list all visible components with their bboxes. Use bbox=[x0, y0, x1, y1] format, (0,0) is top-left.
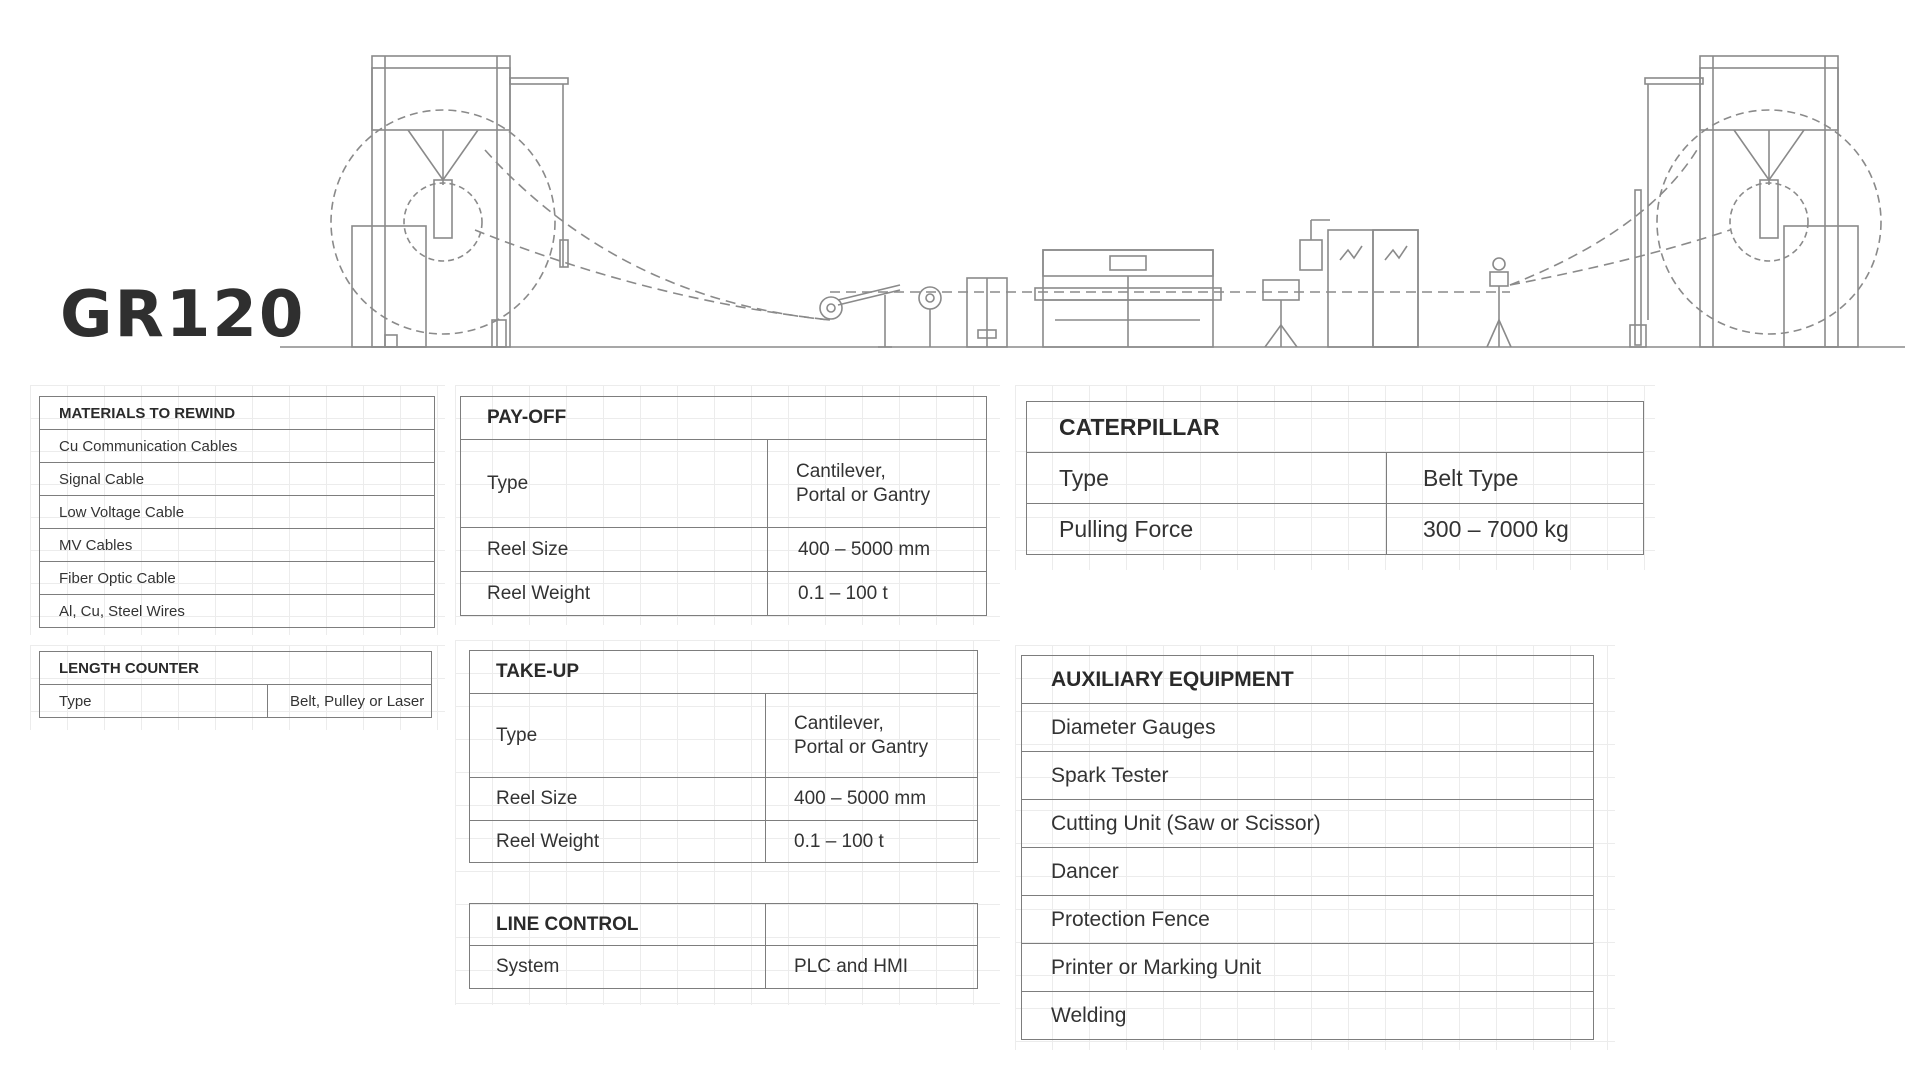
take-up-type-label: Type bbox=[469, 693, 766, 778]
caterpillar-table: CATERPILLAR Type Belt Type Pulling Force… bbox=[1026, 401, 1644, 555]
length-counter-value: Belt, Pulley or Laser bbox=[267, 684, 432, 718]
materials-item: Cu Communication Cables bbox=[39, 429, 435, 463]
pay-off-type-value: Cantilever, Portal or Gantry bbox=[767, 439, 987, 528]
auxiliary-item: Spark Tester bbox=[1021, 751, 1594, 800]
take-up-reel-size-label: Reel Size bbox=[469, 777, 766, 821]
take-up-reel-weight-value: 0.1 – 100 t bbox=[764, 820, 979, 863]
pay-off-reel-weight-value: 0.1 – 100 t bbox=[767, 571, 987, 616]
line-control-header: LINE CONTROL bbox=[469, 903, 766, 946]
line-control-system-value: PLC and HMI bbox=[765, 945, 978, 989]
caterpillar-header: CATERPILLAR bbox=[1026, 401, 1644, 453]
cutting-unit bbox=[1486, 257, 1512, 348]
control-cabinet bbox=[966, 277, 1008, 348]
caterpillar-pulling-force-label: Pulling Force bbox=[1026, 503, 1387, 555]
caterpillar-pulling-force-value: 300 – 7000 kg bbox=[1386, 503, 1644, 555]
pay-off-reel-weight-label: Reel Weight bbox=[460, 571, 768, 616]
materials-table: MATERIALS TO REWIND Cu Communication Cab… bbox=[39, 396, 435, 628]
diameter-gauge bbox=[1262, 279, 1300, 348]
take-up-type-value: Cantilever, Portal or Gantry bbox=[764, 693, 979, 778]
pay-off-table: PAY-OFF Type Cantilever, Portal or Gantr… bbox=[460, 396, 987, 616]
line-control-system-label: System bbox=[469, 945, 766, 989]
caterpillar-unit bbox=[1034, 249, 1222, 348]
cable-path bbox=[474, 144, 1731, 321]
auxiliary-header: AUXILIARY EQUIPMENT bbox=[1021, 655, 1594, 704]
pay-off-stand bbox=[330, 55, 569, 348]
length-counter-label: Type bbox=[39, 684, 268, 718]
length-counter-table: LENGTH COUNTER Type Belt, Pulley or Lase… bbox=[39, 651, 432, 718]
materials-item: Low Voltage Cable bbox=[39, 495, 435, 529]
pay-off-header: PAY-OFF bbox=[460, 396, 987, 440]
production-line-drawing bbox=[280, 55, 1905, 348]
materials-item: Fiber Optic Cable bbox=[39, 561, 435, 595]
line-control-header-empty bbox=[765, 903, 978, 946]
line-control-table: LINE CONTROL System PLC and HMI bbox=[469, 903, 978, 989]
auxiliary-item: Cutting Unit (Saw or Scissor) bbox=[1021, 799, 1594, 848]
take-up-stand bbox=[1629, 55, 1882, 348]
pay-off-reel-size-value: 400 – 5000 mm bbox=[767, 527, 987, 572]
caterpillar-type-label: Type bbox=[1026, 452, 1387, 504]
model-title: GR120 bbox=[60, 278, 306, 352]
pay-off-reel-size-label: Reel Size bbox=[460, 527, 768, 572]
auxiliary-item: Dancer bbox=[1021, 847, 1594, 896]
take-up-header: TAKE-UP bbox=[468, 650, 979, 694]
materials-header: MATERIALS TO REWIND bbox=[39, 396, 435, 430]
materials-item: Signal Cable bbox=[39, 462, 435, 496]
materials-item: MV Cables bbox=[39, 528, 435, 562]
pay-off-type-label: Type bbox=[460, 439, 768, 528]
caterpillar-type-value: Belt Type bbox=[1386, 452, 1644, 504]
length-counter-header: LENGTH COUNTER bbox=[39, 651, 432, 685]
auxiliary-table: AUXILIARY EQUIPMENT Diameter Gauges Spar… bbox=[1021, 655, 1594, 1040]
take-up-reel-size-value: 400 – 5000 mm bbox=[764, 777, 979, 821]
dancer-unit bbox=[819, 284, 942, 348]
take-up-reel-weight-label: Reel Weight bbox=[469, 820, 766, 863]
auxiliary-item: Printer or Marking Unit bbox=[1021, 943, 1594, 992]
printer-unit bbox=[1299, 219, 1419, 348]
auxiliary-item: Welding bbox=[1021, 991, 1594, 1040]
auxiliary-item: Diameter Gauges bbox=[1021, 703, 1594, 752]
auxiliary-item: Protection Fence bbox=[1021, 895, 1594, 944]
materials-item: Al, Cu, Steel Wires bbox=[39, 594, 435, 628]
take-up-table: TAKE-UP Type Cantilever, Portal or Gantr… bbox=[468, 650, 979, 863]
